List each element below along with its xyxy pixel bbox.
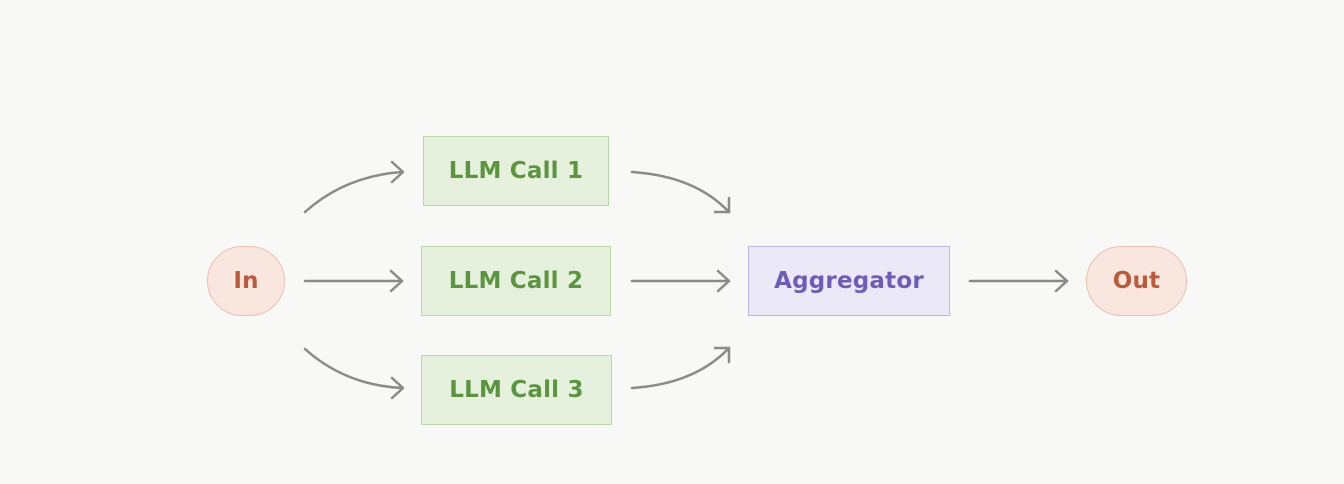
arrow-aggregator-to-out	[968, 269, 1069, 293]
node-llm-call-2-label: LLM Call 2	[448, 268, 584, 294]
node-in: In	[207, 246, 285, 316]
arrow-llm-call-2-to-aggregator	[630, 269, 731, 293]
arrow-llm-call-3-to-aggregator	[630, 346, 731, 390]
arrow-in-to-llm-call-2	[303, 269, 404, 293]
node-llm-call-1: LLM Call 1	[423, 136, 609, 206]
node-aggregator: Aggregator	[748, 246, 950, 316]
node-aggregator-label: Aggregator	[774, 268, 924, 294]
node-llm-call-3-label: LLM Call 3	[449, 377, 584, 403]
node-in-label: In	[233, 268, 259, 294]
node-out: Out	[1086, 246, 1187, 316]
node-llm-call-2: LLM Call 2	[421, 246, 611, 316]
arrow-in-to-llm-call-1	[303, 160, 405, 214]
node-llm-call-1-label: LLM Call 1	[448, 158, 584, 184]
node-out-label: Out	[1112, 268, 1161, 294]
arrow-llm-call-1-to-aggregator	[630, 170, 731, 214]
arrow-in-to-llm-call-3	[303, 347, 405, 400]
node-llm-call-3: LLM Call 3	[421, 355, 612, 425]
